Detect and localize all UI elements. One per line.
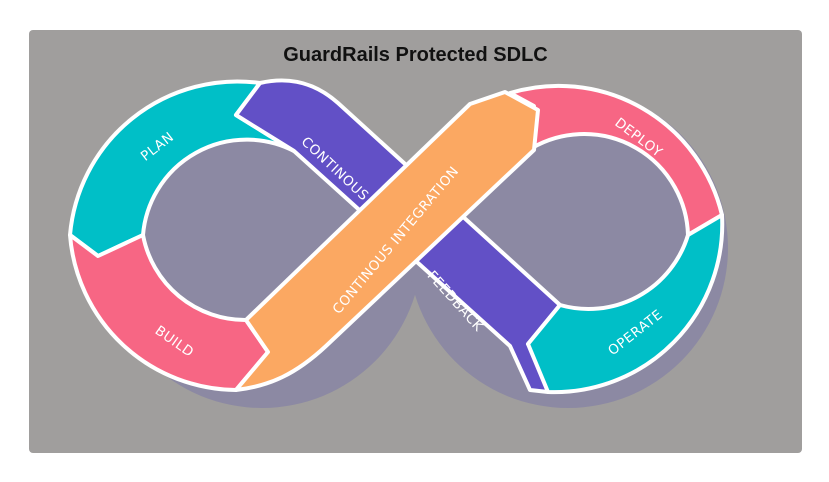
segment-operate xyxy=(526,213,725,395)
diagram-title: GuardRails Protected SDLC xyxy=(283,44,548,66)
segment-continuous-integration xyxy=(234,90,540,392)
